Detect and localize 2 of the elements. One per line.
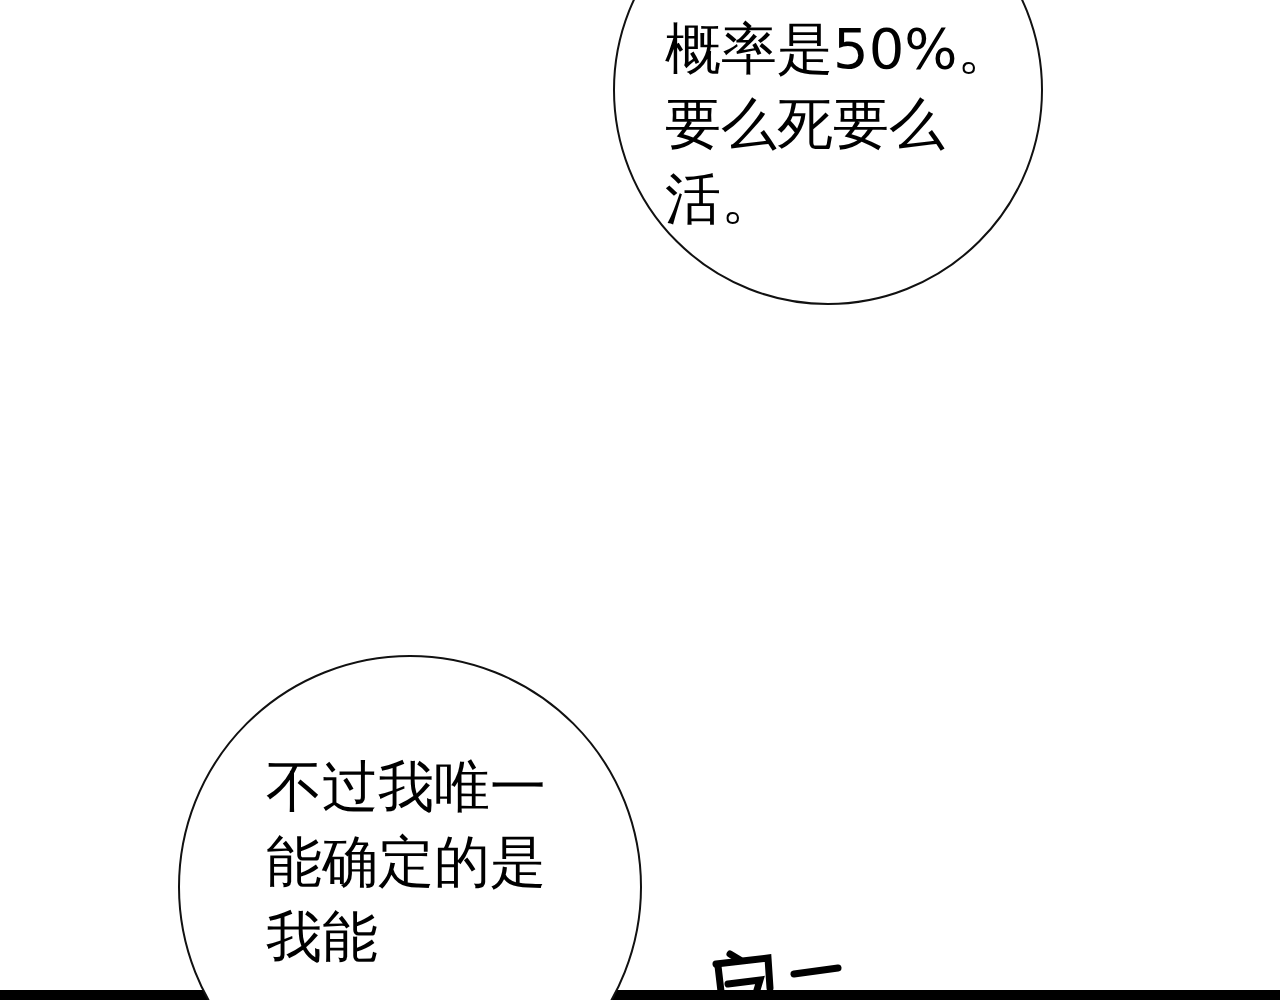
speech-text: 不过我唯一能确定的是我能 (266, 753, 547, 971)
speech-text: 概率是50%。要么死要么活。 (665, 15, 1015, 233)
